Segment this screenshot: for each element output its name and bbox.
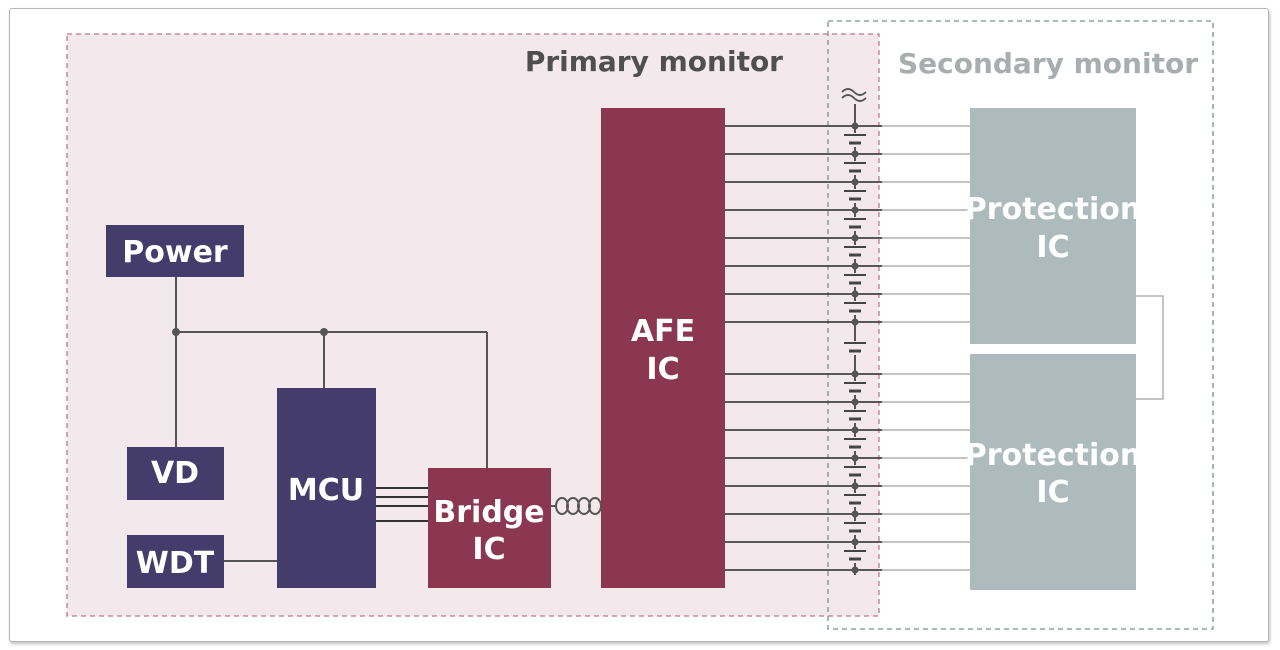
- power-block: Power: [106, 225, 244, 277]
- bridge-label-line1: Bridge: [433, 495, 544, 530]
- mcu-label: MCU: [288, 473, 364, 508]
- mcu-bridge-bus: [375, 487, 428, 522]
- cell-sense-lines: [725, 104, 970, 575]
- coil-icon: [551, 497, 602, 515]
- protection-top-line2: IC: [1036, 230, 1069, 265]
- protection-ic-bottom-block: Protection IC: [965, 354, 1141, 590]
- afe-label-line2: IC: [646, 352, 679, 387]
- wave-break-icon: [841, 88, 867, 102]
- bridge-label-line2: IC: [472, 532, 505, 567]
- wdt-block: WDT: [127, 535, 224, 588]
- protection-top-line1: Protection: [965, 192, 1141, 227]
- junction-dot: [851, 122, 859, 130]
- junction-dot: [851, 566, 859, 574]
- junction-dot: [851, 398, 859, 406]
- junction-dot: [851, 454, 859, 462]
- junction-dot: [851, 538, 859, 546]
- junction-dot: [851, 262, 859, 270]
- vd-label: VD: [151, 456, 199, 491]
- power-wires: [175, 276, 488, 562]
- protection-ic-top-block: Protection IC: [965, 108, 1141, 344]
- vd-block: VD: [127, 447, 224, 500]
- secondary-monitor-title: Secondary monitor: [898, 47, 1198, 80]
- junction-dot: [172, 328, 180, 336]
- junction-dot: [851, 234, 859, 242]
- primary-monitor-title: Primary monitor: [525, 45, 783, 78]
- secondary-monitor-zone: [827, 20, 1214, 630]
- afe-label-line1: AFE: [631, 314, 695, 349]
- bridge-ic-block: Bridge IC: [428, 468, 551, 588]
- protection-bottom-line2: IC: [1036, 475, 1069, 510]
- junction-dot: [851, 370, 859, 378]
- junction-dot: [320, 328, 328, 336]
- junction-dot: [851, 178, 859, 186]
- junction-dot: [851, 206, 859, 214]
- mcu-block: MCU: [277, 388, 376, 588]
- junction-dot: [851, 318, 859, 326]
- junction-dot: [851, 290, 859, 298]
- wdt-label: WDT: [136, 546, 215, 581]
- power-label: Power: [122, 235, 228, 270]
- afe-ic-block: AFE IC: [601, 108, 725, 588]
- protection-bottom-line1: Protection: [965, 438, 1141, 473]
- junction-dot: [851, 150, 859, 158]
- junction-dot: [851, 510, 859, 518]
- protection-link: [1136, 295, 1164, 400]
- junction-dot: [851, 426, 859, 434]
- junction-dot: [851, 482, 859, 490]
